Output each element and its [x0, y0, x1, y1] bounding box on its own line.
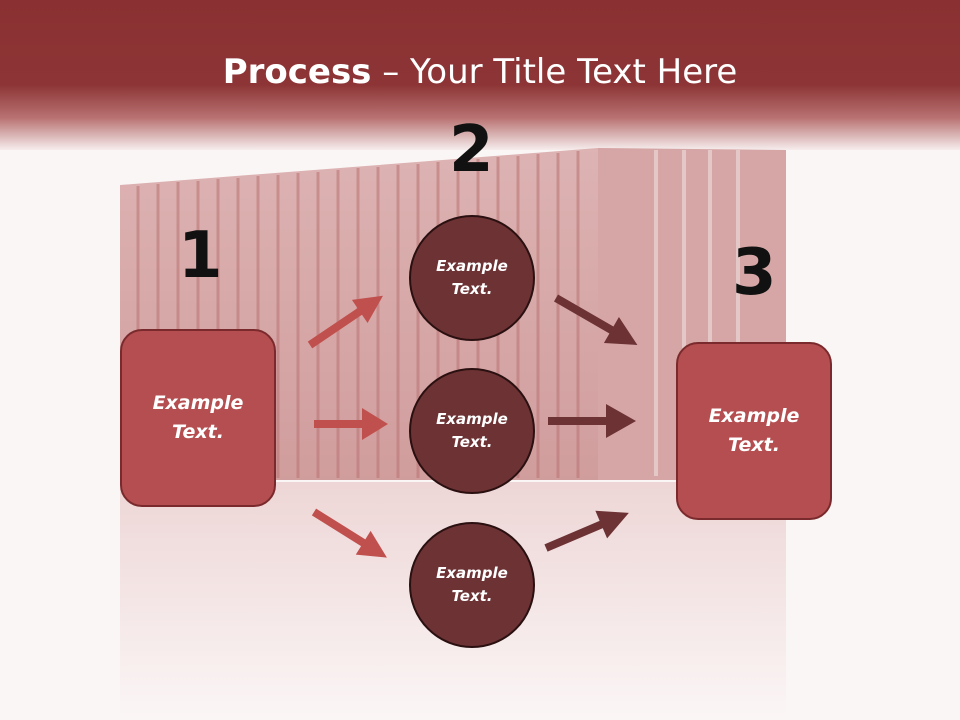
circle-top-line1: Example	[436, 257, 508, 275]
arrow-left-to-bottom	[311, 508, 387, 558]
circle-middle-line2: Text.	[451, 433, 493, 451]
right-box-line2: Text.	[728, 434, 780, 456]
right-text-box: Example Text.	[676, 342, 832, 520]
left-text-box: Example Text.	[120, 329, 276, 507]
left-box-line1: Example	[152, 392, 244, 414]
title-bold-word: Process	[222, 52, 372, 92]
arrow-bottom-to-right	[544, 510, 629, 552]
arrow-left-to-middle	[314, 408, 388, 440]
title-rest: – Your Title Text Here	[371, 52, 738, 92]
step-number-3: 3	[732, 236, 777, 310]
step-number-2: 2	[449, 113, 494, 187]
circle-bottom-line2: Text.	[451, 587, 493, 605]
title-bar	[0, 0, 960, 150]
step-number-1: 1	[178, 219, 223, 293]
circle-middle: Example Text.	[409, 368, 535, 494]
circle-top: Example Text.	[409, 215, 535, 341]
circle-top-line2: Text.	[451, 280, 493, 298]
arrow-top-to-right	[554, 294, 638, 345]
arrow-middle-to-right	[548, 404, 636, 438]
arrow-left-to-top	[307, 295, 383, 349]
circle-middle-line1: Example	[436, 410, 508, 428]
circle-bottom-line1: Example	[436, 564, 508, 582]
left-box-line2: Text.	[172, 421, 224, 443]
right-box-line1: Example	[708, 405, 800, 427]
slide-title: Process – Your Title Text Here	[0, 52, 960, 92]
circle-bottom: Example Text.	[409, 522, 535, 648]
